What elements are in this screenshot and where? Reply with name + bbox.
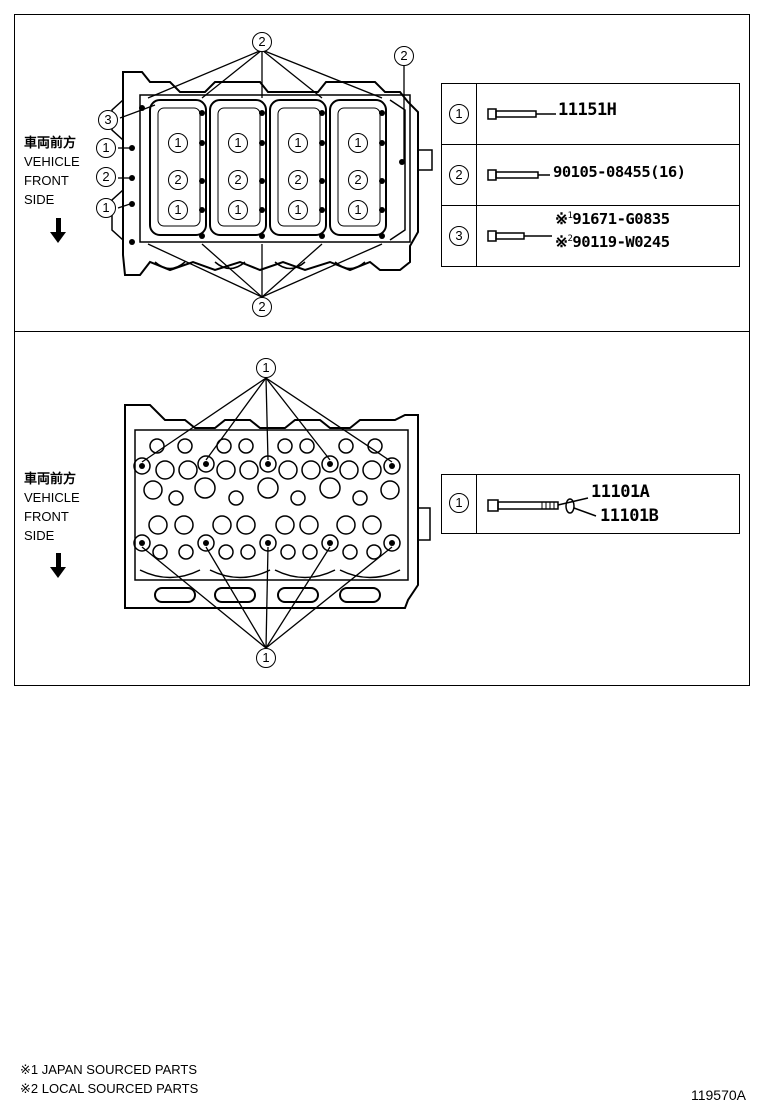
callout-1: 1 — [168, 133, 188, 153]
legend-row-2: 2 90105-08455(16) — [442, 144, 739, 205]
callout-1: 1 — [348, 133, 368, 153]
callout-1: 1 — [348, 200, 368, 220]
footnote-japan: ※1 JAPAN SOURCED PARTS — [20, 1062, 198, 1077]
callout-2: 2 — [348, 170, 368, 190]
part-number-b: 11101B — [600, 506, 659, 526]
callout-2: 2 — [288, 170, 308, 190]
direction-line2: FRONT — [24, 173, 69, 188]
legend-num-circle: 1 — [449, 104, 469, 124]
legend-num-circle: 2 — [449, 165, 469, 185]
direction-line2: FRONT — [24, 509, 69, 524]
callout-1: 1 — [288, 200, 308, 220]
bolt-icon — [487, 108, 556, 120]
callout-1: 1 — [228, 133, 248, 153]
part-number-a: 11101A — [591, 482, 650, 502]
callout-3-side: 3 — [98, 110, 118, 130]
direction-line1: VEHICLE — [24, 154, 80, 169]
part-number-japan: ※191671-G0835 — [555, 210, 670, 228]
part-number: 90105-08455(16) — [553, 163, 686, 181]
callout-2-side: 2 — [96, 167, 116, 187]
cylinder-head-drawing — [124, 377, 431, 649]
reference-code: 119570A — [690, 1087, 746, 1103]
bolt-icon — [487, 169, 550, 181]
callout-1-side: 1 — [96, 138, 116, 158]
direction-line3: SIDE — [24, 528, 55, 543]
direction-jp-text: 車両前方 — [24, 471, 77, 486]
callout-1: 1 — [168, 200, 188, 220]
callout-2-bottom: 2 — [252, 297, 272, 317]
part-number: 11151H — [558, 100, 617, 120]
vehicle-front-label-bottom: 車両前方 VEHICLE FRONT SIDE — [24, 469, 80, 545]
legend-row-3: 3 ※191671-G0835 ※290119-W0245 — [442, 205, 739, 265]
callout-2: 2 — [168, 170, 188, 190]
parts-legend-bottom: 1 11101A 11101B — [441, 474, 740, 534]
callout-1-side: 1 — [96, 198, 116, 218]
parts-legend-top: 1 11151H 2 90105-08455(16) 3 ※191671-G08… — [441, 83, 740, 267]
legend-row-1: 1 11151H — [442, 84, 739, 144]
legend-num-circle: 1 — [449, 493, 469, 513]
bolt-icon — [487, 230, 552, 242]
callout-1: 1 — [288, 133, 308, 153]
bolt-washer-icon — [487, 497, 597, 517]
part-number-local: ※290119-W0245 — [555, 233, 670, 251]
callout-1-top: 1 — [256, 358, 276, 378]
callout-1: 1 — [228, 200, 248, 220]
direction-line1: VEHICLE — [24, 490, 80, 505]
legend-num-circle: 3 — [449, 226, 469, 246]
direction-jp-text: 車両前方 — [24, 135, 77, 150]
callout-1-bottom: 1 — [256, 648, 276, 668]
direction-line3: SIDE — [24, 192, 55, 207]
vehicle-front-label-top: 車両前方 VEHICLE FRONT SIDE — [24, 133, 80, 209]
bottom-view-panel — [14, 331, 750, 686]
callout-2: 2 — [228, 170, 248, 190]
callout-2-right: 2 — [394, 46, 414, 66]
callout-2-top: 2 — [252, 32, 272, 52]
footnote-local: ※2 LOCAL SOURCED PARTS — [20, 1081, 199, 1096]
